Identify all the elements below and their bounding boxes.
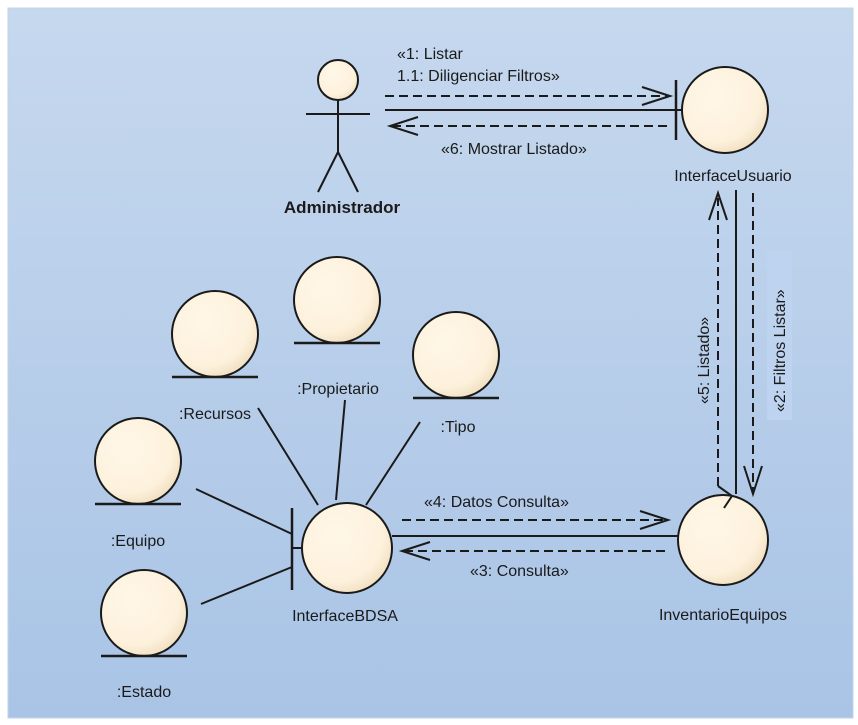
equipo-label: :Equipo <box>111 533 165 550</box>
control-arrowhead <box>717 485 734 509</box>
entity-circle <box>171 290 259 378</box>
message-4-label: «4: Datos Consulta» <box>424 494 569 511</box>
entity-recursos[interactable]: :Recursos <box>171 290 259 423</box>
link-tipo <box>365 421 421 506</box>
entity-links <box>195 399 421 605</box>
message-arrowhead-4 <box>639 510 672 530</box>
control-circle <box>677 494 769 586</box>
link-bdsa-inventario <box>392 510 678 561</box>
actor-name-label: Administrador <box>284 198 401 217</box>
control-inventario-equipos[interactable]: InventarioEquipos <box>659 485 787 624</box>
link-interface-usuario-inventario <box>708 189 763 498</box>
propietario-label: :Propietario <box>297 381 379 398</box>
actor-head <box>317 59 359 101</box>
message-arrowhead-5 <box>708 189 728 221</box>
message-arrowhead-1 <box>641 86 674 106</box>
boundary-interface-bdsa[interactable]: InterfaceBDSA <box>290 502 398 625</box>
recursos-label: :Recursos <box>179 406 251 423</box>
message-2-label: «2: Filtros Listar» <box>772 289 789 412</box>
message-5-label: «5: Listado» <box>696 317 713 404</box>
message-1-label-line1: «1: Listar <box>397 46 463 63</box>
entity-tipo[interactable]: :Tipo <box>412 311 500 436</box>
link-estado <box>200 566 293 605</box>
interface-usuario-label: InterfaceUsuario <box>674 168 791 185</box>
message-arrowhead-6 <box>386 116 419 136</box>
link-equipo <box>195 488 293 535</box>
inventario-equipos-label: InventarioEquipos <box>659 607 787 624</box>
message-3-label: «3: Consulta» <box>470 563 569 580</box>
entity-circle <box>100 569 188 657</box>
interface-bdsa-label: InterfaceBDSA <box>292 608 398 625</box>
link-actor-interface-usuario <box>385 86 676 136</box>
message-2-highlight <box>767 250 792 420</box>
message-1-label-line2: 1.1: Diligenciar Filtros» <box>397 68 560 85</box>
entity-circle <box>94 417 182 505</box>
estado-label: :Estado <box>117 684 171 701</box>
actor-left-leg <box>317 151 339 193</box>
message-arrowhead-2 <box>743 465 763 498</box>
message-6-label: «6: Mostrar Listado» <box>441 141 587 158</box>
tipo-label: :Tipo <box>441 419 476 436</box>
entity-equipo[interactable]: :Equipo <box>94 417 182 550</box>
boundary-circle <box>681 66 769 154</box>
boundary-circle <box>301 502 393 594</box>
entity-estado[interactable]: :Estado <box>100 569 188 701</box>
actor-right-leg <box>337 151 359 193</box>
entity-circle <box>412 311 500 399</box>
entity-propietario[interactable]: :Propietario <box>293 256 381 398</box>
link-recursos <box>257 407 319 506</box>
entity-circle <box>293 256 381 344</box>
link-propietario <box>335 399 346 501</box>
actor-administrador[interactable]: Administrador <box>284 59 401 217</box>
message-arrowhead-3 <box>398 541 431 561</box>
